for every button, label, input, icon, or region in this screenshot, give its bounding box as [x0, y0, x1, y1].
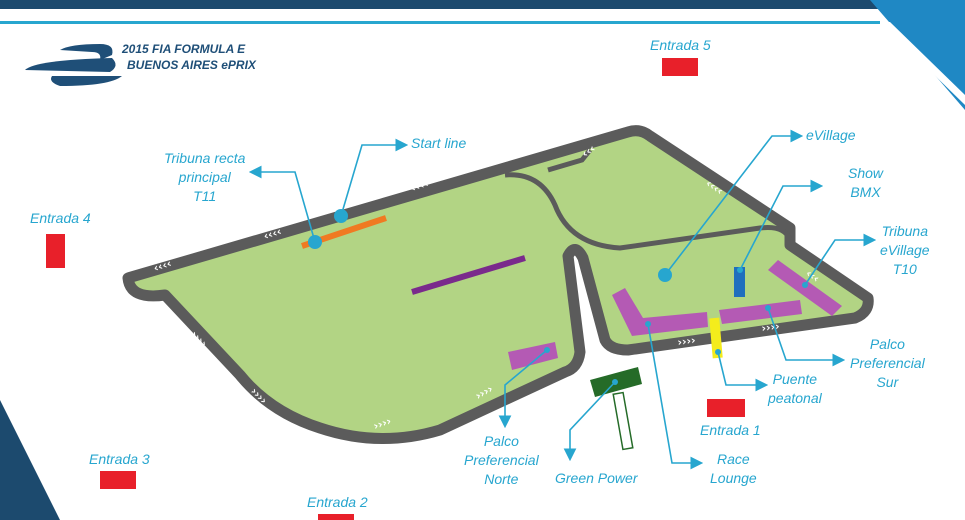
entrance-2-label: Entrada 2: [307, 494, 368, 510]
callout-dots: [308, 209, 808, 385]
label-line: T10: [892, 261, 917, 277]
label-line: Puente: [772, 371, 818, 387]
header-line: [0, 21, 880, 24]
entrance-5-marker: [662, 58, 698, 76]
label-line: Norte: [484, 471, 519, 487]
label-line: BMX: [850, 184, 881, 200]
svg-text:››››: ››››: [761, 320, 781, 335]
callout-lines: [248, 129, 877, 470]
label-line: Preferencial: [850, 355, 925, 371]
label-line: Lounge: [710, 470, 757, 486]
label-line: Palco: [869, 336, 905, 352]
label-line: eVillage: [880, 242, 930, 258]
label-line: T11: [193, 188, 217, 204]
title-line-2: BUENOS AIRES ePRIX: [127, 58, 256, 72]
show-bmx-label: Show BMX: [848, 164, 883, 202]
entrance-3-label: Entrada 3: [89, 451, 150, 467]
svg-text:‹‹‹‹: ‹‹‹‹: [152, 257, 173, 275]
svg-text:››››: ››››: [372, 414, 393, 432]
label-line: Sur: [876, 374, 899, 390]
formula-e-logo: [25, 44, 122, 86]
palco-norte-label: Palco Preferencial Norte: [464, 432, 539, 489]
race-lounge-label: Race Lounge: [710, 450, 757, 488]
label-line: Palco: [483, 433, 519, 449]
green-power-label: Green Power: [555, 470, 638, 486]
entrance-5-label: Entrada 5: [650, 37, 711, 53]
svg-text:‹‹‹‹: ‹‹‹‹: [409, 177, 430, 195]
start-line-label: Start line: [411, 135, 467, 151]
chicane-road: [504, 172, 793, 251]
label-line: Show: [848, 165, 884, 181]
puente-label: Puente peatonal: [768, 370, 822, 408]
label-line: Tribuna recta: [164, 150, 246, 166]
event-title: 2015 FIA FORMULA E BUENOS AIRES ePRIX: [122, 41, 256, 73]
evillage-label: eVillage: [806, 127, 856, 143]
race-lounge-stand: [612, 288, 708, 336]
label-line: peatonal: [768, 390, 822, 406]
palco-sur-label: Palco Preferencial Sur: [850, 335, 925, 392]
title-line-1: 2015 FIA FORMULA E: [122, 42, 246, 56]
tribuna-evillage-label: Tribuna eVillage T10: [880, 222, 930, 279]
label-line: Preferencial: [464, 452, 539, 468]
center-stand: [411, 255, 526, 295]
green-power-strip: [612, 391, 634, 451]
tribuna-recta-label: Tribuna recta principal T11: [164, 149, 245, 206]
entrance-4-marker: [46, 234, 65, 268]
label-line: Tribuna: [881, 223, 928, 239]
label-line: Race: [717, 451, 750, 467]
palco-sur-stand: [719, 300, 802, 324]
entrance-2-marker: [318, 514, 354, 520]
label-line: principal: [178, 169, 231, 185]
entrance-1-marker: [707, 399, 745, 417]
corner-decoration-left: [0, 400, 60, 520]
footbridge: [709, 317, 723, 359]
header-bar: [0, 0, 965, 9]
svg-text:‹‹‹: ‹‹‹: [579, 142, 598, 160]
entrance-1-label: Entrada 1: [700, 422, 761, 438]
entrance-3-marker: [100, 471, 136, 489]
bmx-area: [734, 267, 745, 297]
svg-text:‹‹‹‹: ‹‹‹‹: [262, 225, 283, 243]
direction-chevrons: ‹‹‹‹ ‹‹‹‹ ‹‹‹‹ ‹‹‹ ‹‹‹‹ ‹‹‹ ›››› ›››› ››…: [152, 142, 822, 433]
entrance-4-label: Entrada 4: [30, 210, 91, 226]
svg-text:››››: ››››: [677, 334, 697, 349]
track: [122, 125, 874, 444]
